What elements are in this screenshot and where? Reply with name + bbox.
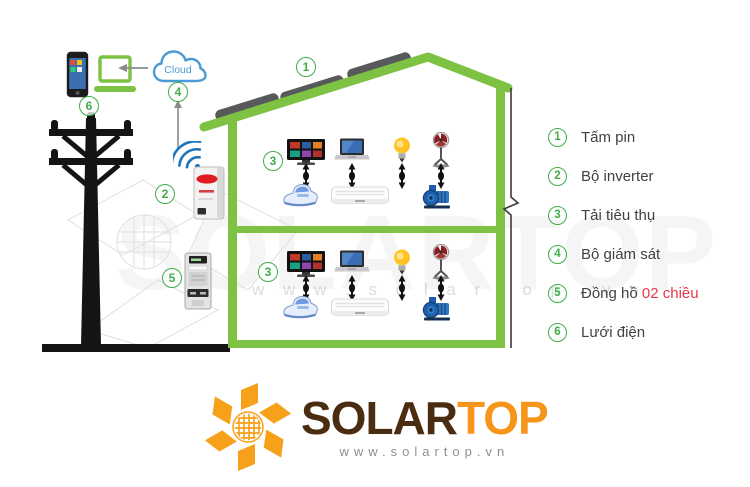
cloud-label: Cloud: [164, 64, 192, 76]
iron-icon: [283, 295, 318, 319]
energy-meter-icon: [184, 252, 212, 310]
air-conditioner-icon: [331, 298, 389, 316]
legend-num: 4: [548, 244, 567, 264]
legend-item-grid: 6 Lưới điện: [548, 321, 748, 343]
marker-grid: 6: [79, 96, 99, 116]
air-conditioner-icon: [331, 186, 389, 204]
ground-line: [42, 344, 230, 352]
legend-item-inverter: 2 Bộ inverter: [548, 165, 748, 187]
double-arrow-icon: [398, 275, 406, 301]
water-pump-icon: [422, 185, 450, 209]
marker-meter: 5: [162, 268, 182, 288]
double-arrow-icon: [437, 275, 445, 301]
double-arrow-icon: [348, 275, 356, 301]
double-arrow-icon: [398, 163, 406, 189]
water-pump-icon: [422, 297, 450, 321]
legend-item-panel: 1 Tấm pin: [548, 126, 748, 148]
cloud-icon: Cloud: [152, 50, 207, 83]
watermark-url: w w w . s o l a r t o p . v n: [252, 280, 646, 299]
house-outline: [199, 52, 520, 348]
iron-icon: [283, 183, 318, 207]
floor-divider: [237, 226, 496, 233]
legend-label: Tấm pin: [581, 128, 636, 146]
arrow-up-icon: [174, 100, 182, 148]
legend-num: 1: [548, 127, 567, 147]
fan-icon: [432, 132, 450, 168]
smartphone-icon: [66, 51, 89, 98]
marker-load-lower: 3: [258, 262, 278, 282]
marker-inverter: 2: [155, 184, 175, 204]
legend-label: Tải tiêu thụ: [581, 206, 656, 224]
double-arrow-icon: [348, 163, 356, 189]
brand-website: www.solartop.vn: [339, 444, 510, 459]
brand-logo: SOLARTOP www.solartop.vn: [203, 382, 549, 472]
legend: 1 Tấm pin 2 Bộ inverter 3 Tải tiêu thụ 4…: [548, 126, 748, 360]
notebook-icon: [334, 138, 370, 160]
legend-item-monitor: 4 Bộ giám sát: [548, 243, 748, 265]
bulb-icon: [394, 137, 410, 163]
arrow-left-icon: [118, 64, 148, 72]
sun-pinwheel-logo-icon: [204, 383, 292, 471]
left-wall: [228, 118, 237, 348]
legend-item-meter: 5 Đồng hồ 02 chiều: [548, 282, 748, 304]
utility-pole-icon: [49, 112, 133, 346]
legend-label: Bộ giám sát: [581, 245, 661, 263]
monitor-laptop-icon: [94, 55, 136, 92]
legend-num: 3: [548, 205, 567, 225]
legend-num: 6: [548, 322, 567, 342]
brand-name: SOLARTOP: [301, 392, 549, 444]
right-wall: [496, 85, 505, 348]
legend-num: 2: [548, 166, 567, 186]
roof: [199, 52, 513, 132]
legend-item-load: 3 Tải tiêu thụ: [548, 204, 748, 226]
legend-label: Đồng hồ 02 chiều: [581, 284, 699, 302]
legend-label: Bộ inverter: [581, 167, 654, 185]
marker-solar-panel: 1: [296, 57, 316, 77]
legend-num: 5: [548, 283, 567, 303]
inverter-icon: [193, 166, 225, 220]
tv-icon: [287, 251, 325, 277]
marker-monitor: 4: [168, 82, 188, 102]
legend-label: Lưới điện: [581, 323, 646, 341]
double-arrow-icon: [437, 163, 445, 189]
marker-load-upper: 3: [263, 151, 283, 171]
notebook-icon: [334, 250, 370, 272]
house-floor: [228, 340, 505, 348]
grid-drop-line: [502, 88, 520, 348]
bulb-icon: [394, 249, 410, 275]
tv-icon: [287, 139, 325, 165]
